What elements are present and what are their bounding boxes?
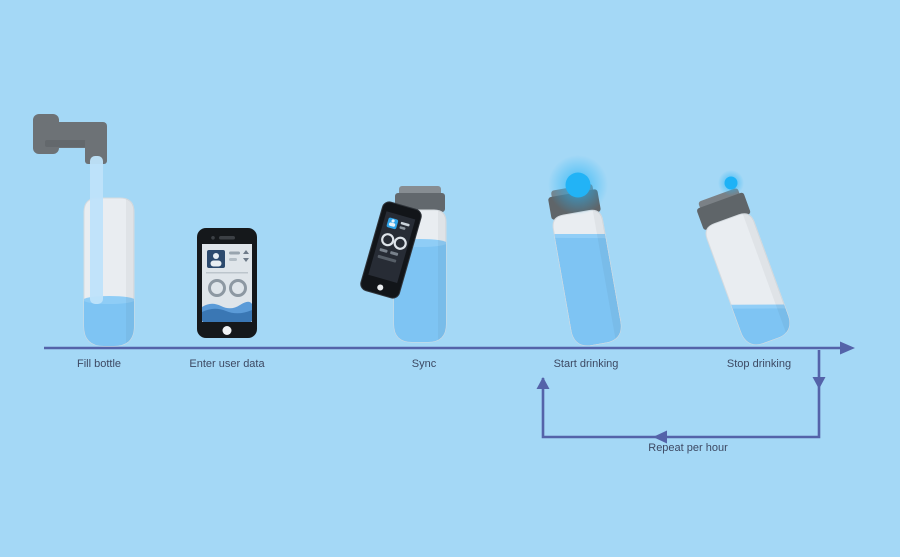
bottle-shade bbox=[742, 210, 795, 335]
screen-line-2 bbox=[399, 226, 406, 230]
water-surface bbox=[731, 304, 786, 309]
loop-arrowhead-left bbox=[653, 430, 667, 444]
screen-line-1 bbox=[400, 221, 410, 227]
bottle-water bbox=[84, 300, 134, 346]
gauge-circle-1 bbox=[208, 279, 226, 297]
phone-home-button bbox=[377, 284, 384, 291]
bottle-water bbox=[731, 304, 795, 350]
step-label-stop-drinking: Stop drinking bbox=[726, 358, 792, 370]
sync-phone bbox=[360, 201, 422, 299]
start-bottle bbox=[548, 184, 624, 349]
stepper-down-icon bbox=[243, 258, 249, 262]
bottle-water bbox=[554, 233, 624, 349]
phone-speaker bbox=[219, 236, 235, 240]
user-icon-body bbox=[210, 260, 222, 267]
water-stream bbox=[90, 156, 103, 304]
bottle-cap bbox=[697, 192, 751, 230]
input-line-2 bbox=[229, 258, 237, 261]
user-icon-head bbox=[391, 219, 395, 223]
loop-label-repeat-per-hour: Repeat per hour bbox=[648, 442, 728, 454]
sync-bottle bbox=[393, 186, 447, 343]
screen-bar-2 bbox=[390, 251, 399, 256]
gauge-circle-2 bbox=[229, 279, 247, 297]
repeat-loop-arrow bbox=[536, 350, 826, 444]
screen-wave-dark bbox=[202, 308, 252, 322]
timeline-arrow bbox=[44, 341, 855, 355]
counter-circle-1 bbox=[381, 233, 395, 247]
screen-bar-1 bbox=[379, 248, 388, 253]
user-data-phone bbox=[197, 228, 257, 338]
loop-arrowhead-down bbox=[812, 377, 826, 389]
timeline-arrowhead bbox=[840, 341, 855, 355]
bottle-filling bbox=[83, 156, 135, 347]
stop-bottle bbox=[697, 188, 795, 350]
phone-home-button bbox=[222, 326, 232, 335]
bottle-shade bbox=[126, 198, 134, 346]
bottle-shade bbox=[438, 210, 446, 342]
bottle-shade bbox=[592, 208, 624, 341]
counter-circle-2 bbox=[393, 236, 407, 250]
stepper-up-icon bbox=[243, 250, 249, 254]
faucet-icon bbox=[33, 114, 107, 164]
step-label-fill-bottle: Fill bottle bbox=[76, 358, 122, 370]
start-drinking-indicator bbox=[565, 172, 591, 198]
step-label-enter-user-data: Enter user data bbox=[189, 358, 265, 370]
screen-divider bbox=[206, 272, 248, 274]
input-line-1 bbox=[229, 251, 240, 255]
user-icon-body bbox=[388, 222, 396, 227]
phone-camera-dot bbox=[211, 236, 215, 240]
step-label-start-drinking: Start drinking bbox=[553, 358, 619, 370]
loop-path bbox=[541, 350, 821, 439]
stop-drinking-indicator bbox=[724, 176, 738, 190]
water-surface bbox=[554, 233, 606, 239]
user-icon-head bbox=[213, 253, 219, 259]
loop-arrowhead-up bbox=[536, 377, 550, 389]
screen-bar-3 bbox=[377, 254, 397, 263]
step-label-sync: Sync bbox=[411, 358, 437, 370]
